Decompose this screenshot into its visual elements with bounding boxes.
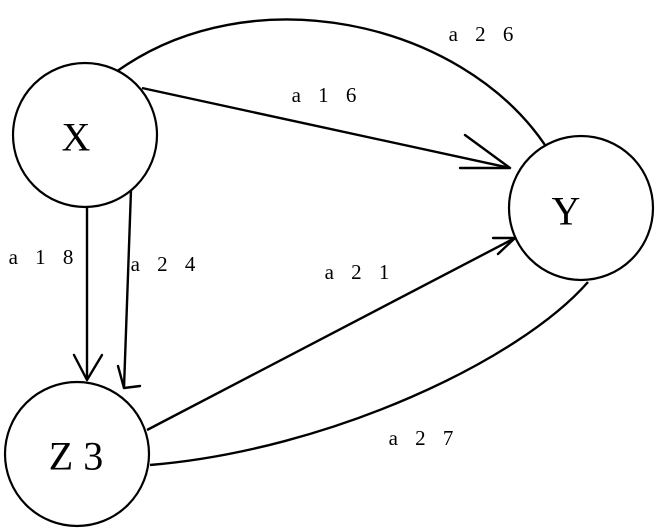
edge-a16-arrowhead: [458, 133, 512, 170]
edge-a16: [141, 86, 511, 170]
node-y-label: Y: [552, 189, 581, 234]
edge-a27: [149, 281, 589, 467]
node-z3: Z 3: [3, 380, 151, 528]
node-y: Y: [507, 134, 655, 282]
edge-a24: [122, 189, 133, 389]
edge-a27-label: a 2 7: [389, 426, 460, 450]
edge-a24-label: a 2 4: [131, 252, 202, 276]
edge-a16-label: a 1 6: [292, 83, 363, 107]
edge-a26: [115, 18, 546, 146]
edge-a18-arrowhead: [72, 353, 104, 382]
node-z3-circle: [3, 380, 151, 528]
edge-a26-label: a 2 6: [449, 22, 520, 46]
node-y-circle: [507, 134, 655, 282]
edge-a18-label: a 1 8: [9, 245, 80, 269]
edge-a21-label: a 2 1: [325, 260, 396, 284]
node-x-label: X: [62, 115, 91, 160]
edge-a21-arrowhead: [491, 236, 517, 256]
edge-a21: [146, 236, 516, 432]
node-z3-label: Z 3: [49, 434, 103, 479]
node-x-circle: [11, 61, 159, 209]
edge-a24-arrowhead: [116, 364, 142, 390]
node-x: X: [11, 61, 159, 209]
